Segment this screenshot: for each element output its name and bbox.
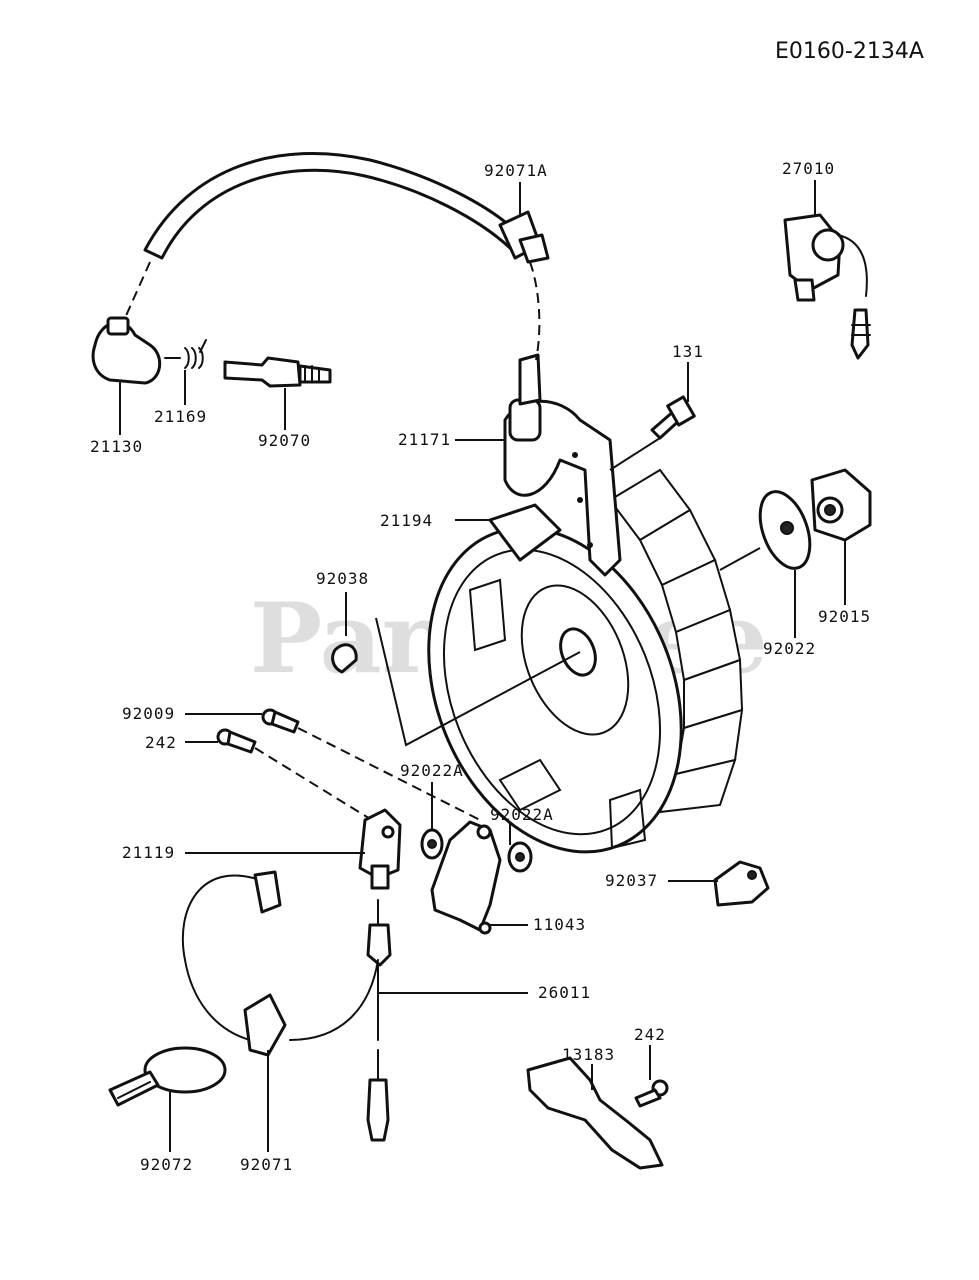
part-label: 21194 [380, 511, 433, 530]
diagram-code: E0160-2134A [775, 39, 924, 64]
screw-bolt-graphic [216, 708, 481, 826]
part-label: 92038 [316, 569, 369, 588]
ht-lead-graphic [124, 152, 550, 361]
part-label: 27010 [782, 159, 835, 178]
part-label: 92009 [122, 704, 175, 723]
spark-plug-graphic [223, 356, 332, 388]
part-label: 92071 [240, 1155, 293, 1174]
ignition-coil-graphic [503, 353, 622, 577]
part-label: 92070 [258, 431, 311, 450]
part-label: 92072 [140, 1155, 193, 1174]
part-label: 242 [145, 733, 177, 752]
washer-nut-graphic [719, 468, 872, 571]
clamp-graphic [713, 860, 770, 907]
part-label: 92071A [484, 161, 548, 180]
part-label: 21119 [122, 843, 175, 862]
flywheel-graphic [427, 468, 744, 854]
part-label: 242 [634, 1025, 666, 1044]
part-label: 13183 [562, 1045, 615, 1064]
part-label: 92037 [605, 871, 658, 890]
stop-switch-graphic [783, 213, 871, 360]
part-label: 21169 [154, 407, 207, 426]
key-graphic [331, 617, 581, 747]
part-label: 26011 [538, 983, 591, 1002]
part-label: 92022A [400, 761, 464, 780]
part-label: 21171 [398, 430, 451, 449]
part-label: 92015 [818, 607, 871, 626]
part-label: 11043 [533, 915, 586, 934]
band-graphic [108, 1046, 227, 1107]
part-label: 131 [672, 342, 704, 361]
ignitor-graphic [358, 808, 533, 935]
plug-cap-graphic [91, 316, 207, 385]
part-label: 92022A [490, 805, 554, 824]
part-label: 92022 [763, 639, 816, 658]
bolt-131-graphic [609, 395, 696, 471]
part-label: 21130 [90, 437, 143, 456]
plate-graphic [526, 1056, 669, 1170]
leader-lines [119, 180, 846, 1152]
lead-wire-graphic [181, 870, 392, 1142]
